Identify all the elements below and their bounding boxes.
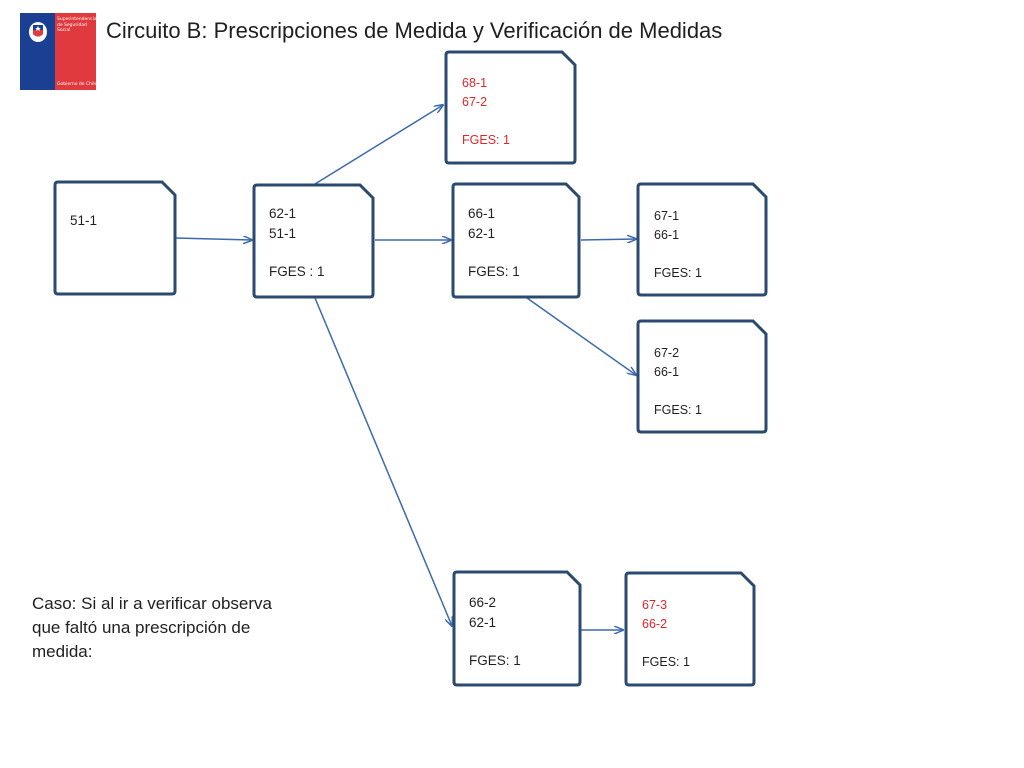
node-line: 62-1 bbox=[468, 225, 496, 241]
node-51-1-text: 51-1 bbox=[70, 211, 97, 231]
coat-of-arms-icon bbox=[29, 22, 47, 42]
node-line bbox=[654, 382, 702, 401]
arrow-b621-to-b662 bbox=[314, 297, 452, 626]
node-line: 62-1 bbox=[269, 206, 297, 221]
node-line: 66-2 bbox=[642, 617, 668, 631]
node-box-66-2 bbox=[452, 570, 582, 687]
node-line: FGES: 1 bbox=[654, 266, 702, 280]
arrow-b661-to-b671 bbox=[580, 239, 636, 240]
node-line bbox=[468, 243, 520, 262]
node-line bbox=[654, 245, 702, 264]
node-line bbox=[462, 112, 510, 131]
node-box-66-1 bbox=[451, 182, 581, 299]
node-line: 68-1 bbox=[462, 76, 488, 90]
node-line bbox=[269, 243, 325, 262]
node-line: 67-2 bbox=[654, 346, 680, 360]
logo-footer-text: Gobierno de Chile bbox=[57, 82, 98, 88]
node-line: FGES: 1 bbox=[654, 403, 702, 417]
node-line: FGES: 1 bbox=[462, 133, 510, 147]
node-line: 67-3 bbox=[642, 598, 668, 612]
node-line: FGES: 1 bbox=[469, 653, 521, 668]
node-line: 51-1 bbox=[269, 225, 297, 241]
node-line: 66-1 bbox=[654, 365, 680, 379]
node-box-51-1 bbox=[53, 180, 177, 296]
node-line: 62-1 bbox=[469, 614, 497, 630]
node-line: FGES : 1 bbox=[269, 264, 325, 279]
node-line: FGES: 1 bbox=[642, 655, 690, 669]
node-line: 66-1 bbox=[654, 228, 680, 242]
page-title: Circuito B: Prescripciones de Medida y V… bbox=[106, 18, 723, 43]
node-box-67-1 bbox=[636, 182, 768, 297]
arrow-b661-to-b672 bbox=[526, 297, 636, 375]
node-box-67-3 bbox=[624, 571, 756, 687]
arrow-b511-to-b621 bbox=[174, 238, 252, 240]
node-line: 67-2 bbox=[462, 95, 488, 109]
node-line: 66-1 bbox=[468, 206, 496, 221]
node-line: 66-2 bbox=[469, 595, 497, 610]
node-box-67-2 bbox=[636, 319, 768, 434]
logo-red-panel bbox=[55, 13, 96, 90]
node-line: 51-1 bbox=[70, 213, 98, 228]
case-note: Caso: Si al ir a verificar observa que f… bbox=[32, 594, 272, 661]
node-line: FGES: 1 bbox=[468, 264, 520, 279]
node-box-62-1 bbox=[252, 183, 375, 299]
arrow-b621-to-b681 bbox=[314, 105, 443, 185]
node-line bbox=[642, 634, 690, 653]
node-line bbox=[469, 632, 521, 651]
node-box-68-1 bbox=[444, 50, 577, 165]
node-line: 67-1 bbox=[654, 209, 680, 223]
